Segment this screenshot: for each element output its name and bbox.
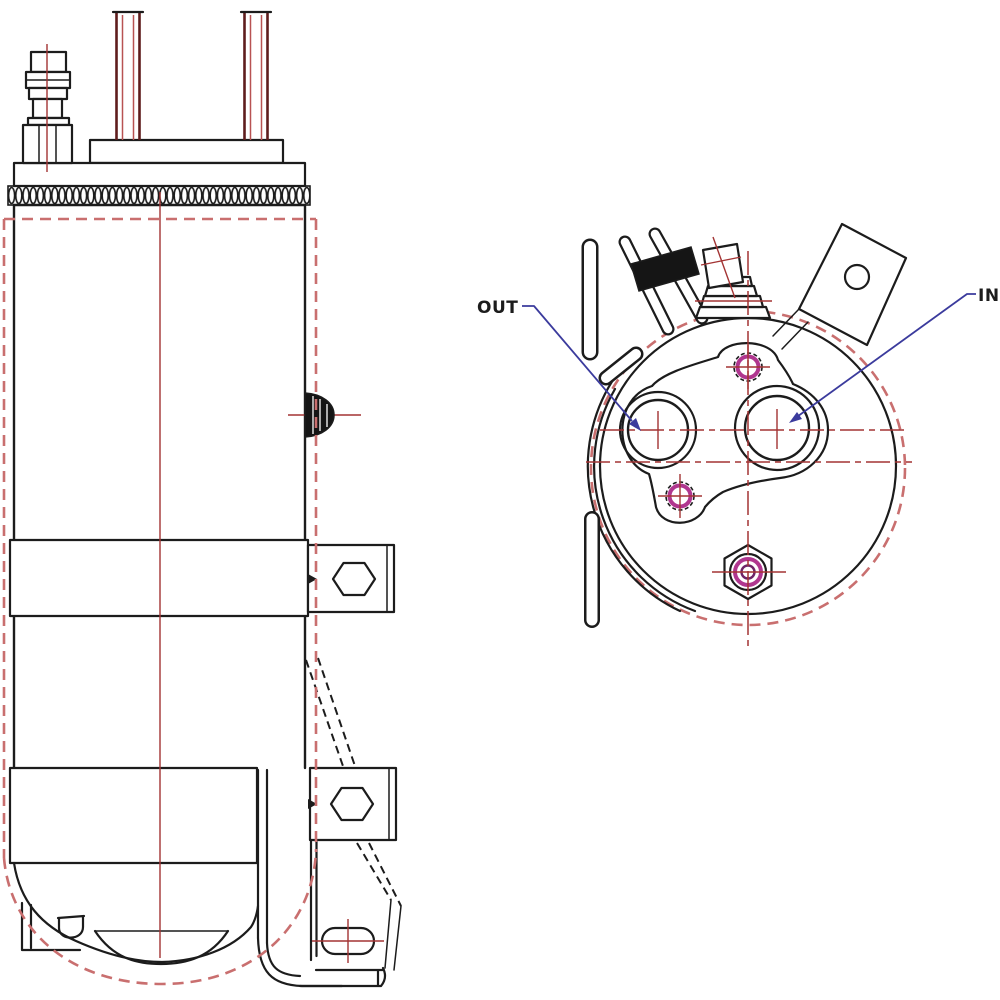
- bottom-dome-outer: [12, 861, 260, 964]
- top-bracket-tab: [772, 222, 908, 350]
- out-leader-arrowhead: [629, 418, 641, 431]
- pressure-switch: [288, 392, 361, 438]
- in-port-bore: [743, 394, 811, 462]
- wrap-strap-arcs: [586, 372, 697, 613]
- lower-band: [8, 766, 259, 865]
- valve-hex-facets: [38, 124, 57, 164]
- side-mount-bars: [581, 238, 600, 628]
- hidden-bracket-edges-mid: [305, 657, 357, 770]
- in-label: IN: [978, 286, 1000, 306]
- tube-outer-walls: [115, 13, 269, 140]
- bottom-dome-inner: [93, 929, 230, 966]
- bracket-side-edges: [384, 899, 402, 971]
- tube-inner-walls: [121, 15, 263, 140]
- top-flange: [12, 161, 307, 188]
- in-leader-line: [793, 293, 976, 420]
- upper-clamp-hex-nut: [331, 561, 377, 597]
- top-view-centerlines: [586, 251, 912, 648]
- upper-band: [8, 538, 310, 618]
- bracket-tab-hole: [843, 263, 871, 291]
- bracket-foot: [298, 966, 387, 988]
- lower-weld-tick: [308, 799, 317, 809]
- refrigerant-tubes: [111, 10, 273, 140]
- bracket-tab-bend-lines: [772, 308, 809, 350]
- port-flange: [621, 342, 830, 524]
- valve-axis-lines: [695, 236, 772, 302]
- charge-valve: [694, 236, 772, 320]
- mounting-band-lower: [8, 766, 398, 865]
- upper-weld-tick: [308, 574, 317, 584]
- bracket-slot-crosshair: [312, 919, 384, 963]
- out-leader-line: [522, 305, 633, 422]
- hidden-bracket-edges-low: [356, 842, 402, 907]
- side-view: [2, 10, 402, 988]
- bracket-bottom-bend: [256, 936, 344, 988]
- in-leader-arrowhead: [789, 412, 802, 423]
- valve-step: [27, 86, 69, 101]
- top-straps: [598, 227, 709, 386]
- canister-bottom: [12, 861, 260, 966]
- in-port: [733, 384, 821, 472]
- in-port-boss: [733, 384, 821, 472]
- top-view: [581, 222, 912, 648]
- valve-cap: [29, 50, 68, 74]
- annotations: OUT IN: [477, 286, 1000, 431]
- bracket-tab-plate: [797, 222, 908, 347]
- service-valve: [21, 44, 74, 172]
- bracket-strap: [256, 768, 269, 945]
- lower-clamp-hex-nut: [329, 786, 375, 822]
- top-plate: [88, 138, 285, 165]
- strap-end-fill: [601, 349, 641, 383]
- mounting-band-upper: [8, 538, 396, 618]
- port-center-ticks: [657, 409, 778, 449]
- valve-step-1: [694, 305, 772, 320]
- strap-clamp-block: [630, 246, 700, 292]
- out-label: OUT: [477, 298, 518, 318]
- screw-hole-crosshairs: [658, 345, 770, 518]
- crimp-ring: [7, 185, 311, 206]
- switch-knurl-stripes: [312, 396, 328, 434]
